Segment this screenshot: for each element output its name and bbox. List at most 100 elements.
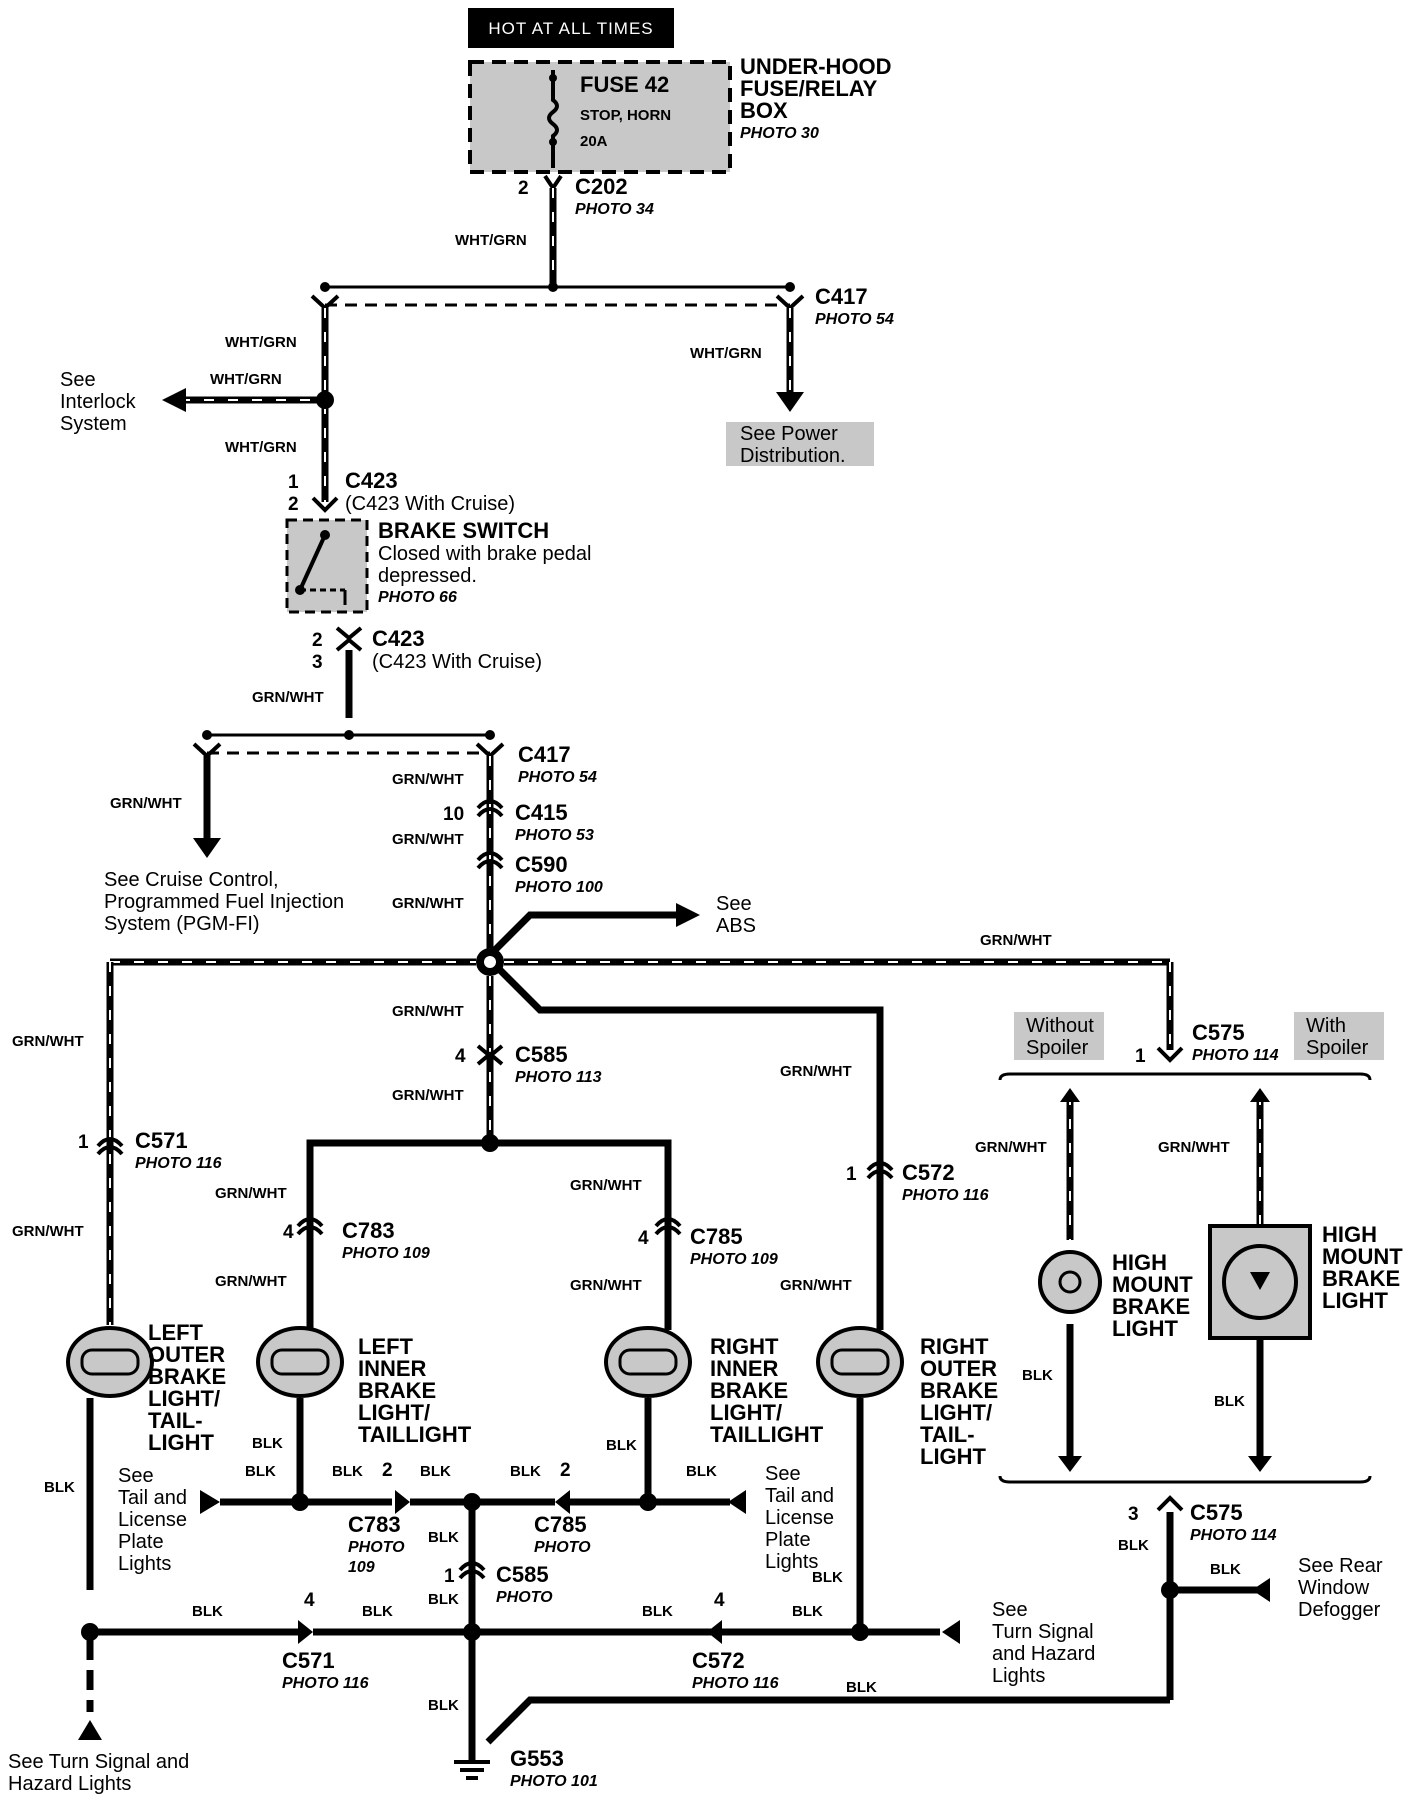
c783-bot-photo-2: 109 <box>348 1559 375 1576</box>
c585-top-photo: PHOTO 113 <box>515 1069 602 1086</box>
wire-label-blk-11: BLK <box>420 1463 451 1480</box>
c585-top-pin: 4 <box>455 1046 466 1067</box>
ref-rear-window-2: Window <box>1298 1577 1370 1599</box>
left-outer-2: OUTER <box>148 1342 225 1367</box>
ref-turn-right-3: and Hazard <box>992 1643 1095 1665</box>
c415-name: C415 <box>515 800 568 825</box>
wire-label-grn-wht-8: GRN/WHT <box>12 1033 84 1050</box>
ref-turn-right-2: Turn Signal <box>992 1621 1094 1643</box>
ref-turn-right-4: Lights <box>992 1665 1045 1687</box>
c572-bot-photo: PHOTO 116 <box>692 1675 779 1692</box>
ref-cruise-2: Programmed Fuel Injection <box>104 891 344 913</box>
spoiler-with-1: With <box>1306 1015 1346 1037</box>
c202-name: C202 <box>575 174 628 199</box>
spoiler-without-2: Spoiler <box>1026 1037 1089 1059</box>
hm-without-3: BRAKE <box>1112 1294 1190 1319</box>
hm-without-1: HIGH <box>1112 1250 1167 1275</box>
fuse-42-symbol <box>547 70 559 168</box>
c785-bot-name: C785 <box>534 1512 587 1537</box>
c785-top-photo: PHOTO 109 <box>690 1251 778 1268</box>
hm-with-4: LIGHT <box>1322 1288 1389 1313</box>
wire-label-wht-grn-1: WHT/GRN <box>455 232 527 249</box>
fuse-name: FUSE 42 <box>580 72 669 97</box>
right-outer-1: RIGHT <box>920 1334 989 1359</box>
ref-interlock-1: See <box>60 369 96 391</box>
c785-top-pin: 4 <box>638 1228 649 1249</box>
wire-label-blk-10: BLK <box>332 1463 363 1480</box>
right-outer-brake-light <box>816 1326 904 1398</box>
c783-top-pin: 4 <box>283 1222 294 1243</box>
ref-turn-bottom-2: Hazard Lights <box>8 1773 131 1795</box>
c575-top-photo: PHOTO 114 <box>1192 1047 1279 1064</box>
brake-switch-title: BRAKE SWITCH <box>378 518 549 543</box>
wire-label-blk-1: BLK <box>1022 1367 1053 1384</box>
wire-label-blk-3: BLK <box>1118 1537 1149 1554</box>
c417-mid-name: C417 <box>518 742 571 767</box>
wire-label-blk-13: BLK <box>686 1463 717 1480</box>
c417-top-photo: PHOTO 54 <box>815 311 894 328</box>
without-spoiler-tag <box>1014 1012 1104 1060</box>
wire-label-blk-4: BLK <box>1210 1561 1241 1578</box>
ref-tail-right-3: License <box>765 1507 834 1529</box>
ref-power-1: See Power <box>740 423 838 445</box>
c417-mid-photo: PHOTO 54 <box>518 769 597 786</box>
c571-bot-photo: PHOTO 116 <box>282 1675 369 1692</box>
c423-top-pin1: 1 <box>288 472 299 493</box>
left-outer-5: TAIL- <box>148 1408 203 1433</box>
left-inner-brake-light <box>256 1326 344 1398</box>
ref-turn-bottom-1: See Turn Signal and <box>8 1751 189 1773</box>
c572-top-photo: PHOTO 116 <box>902 1187 989 1204</box>
c572-top-pin: 1 <box>846 1164 857 1185</box>
c571-bot-pin: 4 <box>304 1590 315 1611</box>
wire-label-grn-wht-11: GRN/WHT <box>392 1087 464 1104</box>
wire-label-blk-7: BLK <box>606 1437 637 1454</box>
wire-label-wht-grn-5: WHT/GRN <box>225 439 297 456</box>
right-inner-4: LIGHT/ <box>710 1400 782 1425</box>
left-inner-2: INNER <box>358 1356 427 1381</box>
fuse-relay-box <box>468 60 732 174</box>
brake-switch-desc-2: depressed. <box>378 565 477 587</box>
ref-turn-right-1: See <box>992 1599 1028 1621</box>
wire-label-wht-grn-2: WHT/GRN <box>690 345 762 362</box>
ref-cruise-1: See Cruise Control, <box>104 869 279 891</box>
wire-label-blk-8: BLK <box>812 1569 843 1586</box>
fuse-rating: 20A <box>580 133 608 150</box>
ref-abs-2: ABS <box>716 915 756 937</box>
c423-top-alt: (C423 With Cruise) <box>345 493 515 515</box>
brake-switch-desc-1: Closed with brake pedal <box>378 543 591 565</box>
ref-tail-right-4: Plate <box>765 1529 811 1551</box>
wire-label-blk-18: BLK <box>642 1603 673 1620</box>
wire-label-grn-wht-18: GRN/WHT <box>1158 1139 1230 1156</box>
wire-label-grn-wht-16: GRN/WHT <box>780 1277 852 1294</box>
wire-label-wht-grn-4: WHT/GRN <box>210 371 282 388</box>
c783-bot-pin: 2 <box>382 1460 393 1481</box>
wire-label-blk-6: BLK <box>252 1435 283 1452</box>
wire-label-blk-5: BLK <box>44 1479 75 1496</box>
c417-top-name: C417 <box>815 284 868 309</box>
ref-cruise-3: System (PGM-FI) <box>104 913 260 935</box>
c423-bot-name: C423 <box>372 626 425 651</box>
right-outer-2: OUTER <box>920 1356 997 1381</box>
power-distribution-ref-box <box>726 422 874 466</box>
spoiler-without-1: Without <box>1026 1015 1094 1037</box>
hot-at-all-times-label: HOT AT ALL TIMES <box>488 19 653 38</box>
c585-bot-photo: PHOTO <box>496 1589 553 1606</box>
c575-bot-photo: PHOTO 114 <box>1190 1527 1277 1544</box>
wire-label-grn-wht-2: GRN/WHT <box>110 795 182 812</box>
wire-label-grn-wht-12: GRN/WHT <box>215 1185 287 1202</box>
c575-top-pin: 1 <box>1135 1046 1146 1067</box>
left-outer-6: LIGHT <box>148 1430 215 1455</box>
wire-label-grn-wht-14: GRN/WHT <box>215 1273 287 1290</box>
c572-bot-pin: 4 <box>714 1590 725 1611</box>
c575-top-name: C575 <box>1192 1020 1245 1045</box>
left-outer-3: BRAKE <box>148 1364 226 1389</box>
left-inner-3: BRAKE <box>358 1378 436 1403</box>
wire-label-blk-12: BLK <box>510 1463 541 1480</box>
right-inner-1: RIGHT <box>710 1334 779 1359</box>
ref-power-2: Distribution. <box>740 445 846 467</box>
c571-top-pin: 1 <box>78 1132 89 1153</box>
c423-bot-alt: (C423 With Cruise) <box>372 651 542 673</box>
c572-top-name: C572 <box>902 1160 955 1185</box>
